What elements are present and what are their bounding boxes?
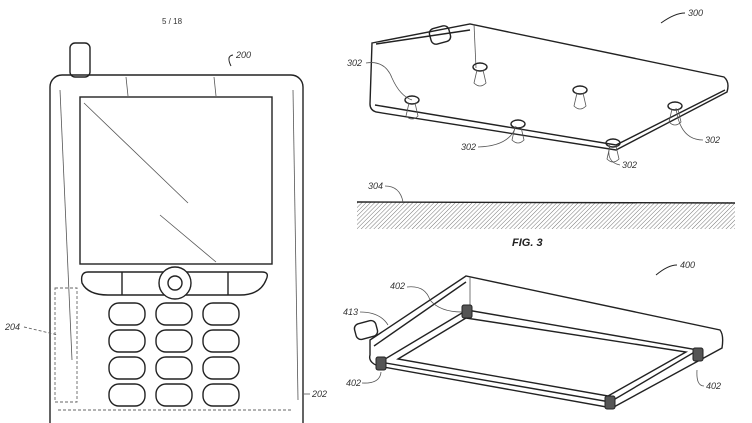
- corner-pad: [461, 304, 473, 319]
- device-300-drawing: 302 302 302 302 300: [347, 8, 729, 170]
- page-number: 5 / 18: [162, 17, 183, 26]
- label-413: 413: [343, 307, 358, 317]
- corner-pad: [375, 356, 387, 371]
- suction-foot: [667, 101, 683, 126]
- keypad-key: [155, 356, 193, 380]
- label-200: 200: [235, 50, 251, 60]
- phone-body: [49, 74, 304, 423]
- label-302-c: 302: [622, 160, 637, 170]
- label-402-b: 402: [346, 378, 361, 388]
- surface-304: 304: [356, 181, 736, 229]
- figure-caption: FIG. 3: [512, 237, 543, 249]
- label-300: 300: [688, 8, 703, 18]
- suction-foot: [605, 138, 621, 163]
- label-302-b: 302: [461, 142, 476, 152]
- keypad-key: [108, 356, 146, 380]
- keypad-key: [155, 302, 193, 326]
- keypad-key: [108, 329, 146, 353]
- keypad-key: [202, 383, 240, 407]
- keypad-key: [108, 383, 146, 407]
- label-302-a: 302: [347, 58, 362, 68]
- device-400-drawing: 402 413 402 402 400: [343, 260, 724, 410]
- softkey-bar: [80, 271, 269, 296]
- phone-drawing: 200 204 202: [4, 42, 327, 423]
- keypad-key: [202, 329, 240, 353]
- suction-foot: [472, 62, 488, 87]
- nav-button: [158, 266, 192, 300]
- antenna: [69, 42, 91, 78]
- suction-foot: [510, 119, 526, 144]
- keypad-key: [108, 302, 146, 326]
- label-202: 202: [311, 389, 327, 399]
- keypad-key: [202, 302, 240, 326]
- region-204: [54, 287, 78, 403]
- label-302-d: 302: [705, 135, 720, 145]
- keypad: [108, 302, 240, 407]
- suction-foot: [572, 85, 588, 110]
- keypad-key: [155, 383, 193, 407]
- label-402-c: 402: [706, 381, 721, 391]
- label-304: 304: [368, 181, 383, 191]
- corner-pad: [692, 347, 704, 362]
- label-400: 400: [680, 260, 695, 270]
- corner-pad: [604, 395, 616, 410]
- label-402-a: 402: [390, 281, 405, 291]
- keypad-key: [202, 356, 240, 380]
- suction-foot: [404, 95, 420, 120]
- phone-screen: [79, 96, 273, 265]
- label-204: 204: [4, 322, 20, 332]
- keypad-key: [155, 329, 193, 353]
